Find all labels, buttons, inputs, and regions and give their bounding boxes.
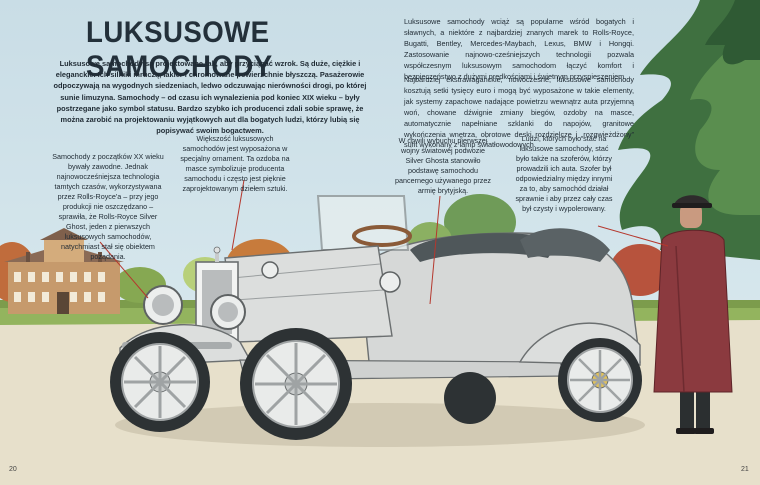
page-number-right: 21 <box>741 466 749 473</box>
chauffeur <box>653 195 733 434</box>
right-paragraph-2: Najbardziej ekstrawaganckie, nowoczesne,… <box>404 75 634 150</box>
page-number-left: 20 <box>9 466 17 473</box>
right-paragraph-1: Luksusowe samochody wciąż są popularne w… <box>404 17 634 81</box>
caption-armoured-car: W chwili wybuchu pierwszej wojny światow… <box>395 136 491 195</box>
caption-pointers <box>99 179 669 305</box>
rolls-royce-silver-ghost <box>110 195 645 447</box>
page-title: LUKSUSOWE SAMOCHODY <box>86 16 273 83</box>
intro-paragraph: Luksusowe samochody są projektowane tak,… <box>53 59 367 136</box>
pine-tree <box>618 0 760 260</box>
caption-silver-ghost: Samochody z początków XX wieku bywały za… <box>52 152 164 261</box>
manor-house <box>4 228 124 314</box>
caption-chauffeur: Ludzi, których było stać na luksusowe sa… <box>515 134 613 213</box>
caption-bonnet-ornament: Większość luksusowych samochodów jest wy… <box>180 134 290 193</box>
